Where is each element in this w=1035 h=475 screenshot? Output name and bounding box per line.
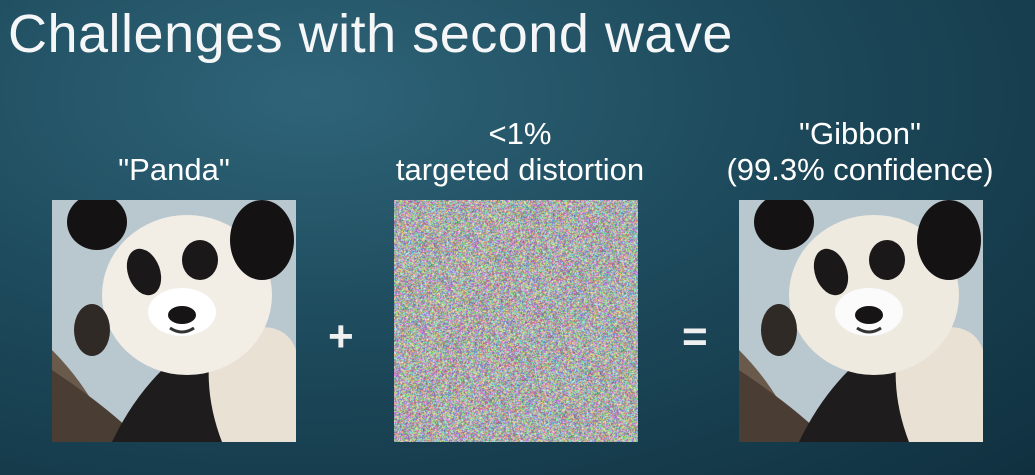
panda-photo	[52, 200, 296, 442]
distortion-label-line-2: targeted distortion	[395, 152, 645, 187]
panda-image	[52, 200, 296, 442]
noise-canvas	[394, 200, 638, 442]
panda-label-line: "Panda"	[118, 152, 230, 187]
gibbon-image	[739, 200, 983, 442]
gibbon-label-line-2: (99.3% confidence)	[726, 152, 994, 187]
gibbon-photo	[739, 200, 983, 442]
gibbon-label: "Gibbon" (99.3% confidence)	[700, 116, 1020, 188]
slide-title: Challenges with second wave	[8, 4, 733, 64]
panda-label: "Panda"	[52, 152, 296, 188]
distortion-label: <1% targeted distortion	[360, 116, 680, 188]
gibbon-label-line-1: "Gibbon"	[799, 116, 921, 151]
equals-operator: =	[682, 312, 708, 361]
plus-operator: +	[328, 312, 354, 361]
distortion-label-line-1: <1%	[488, 116, 552, 151]
noise-image	[394, 200, 638, 442]
